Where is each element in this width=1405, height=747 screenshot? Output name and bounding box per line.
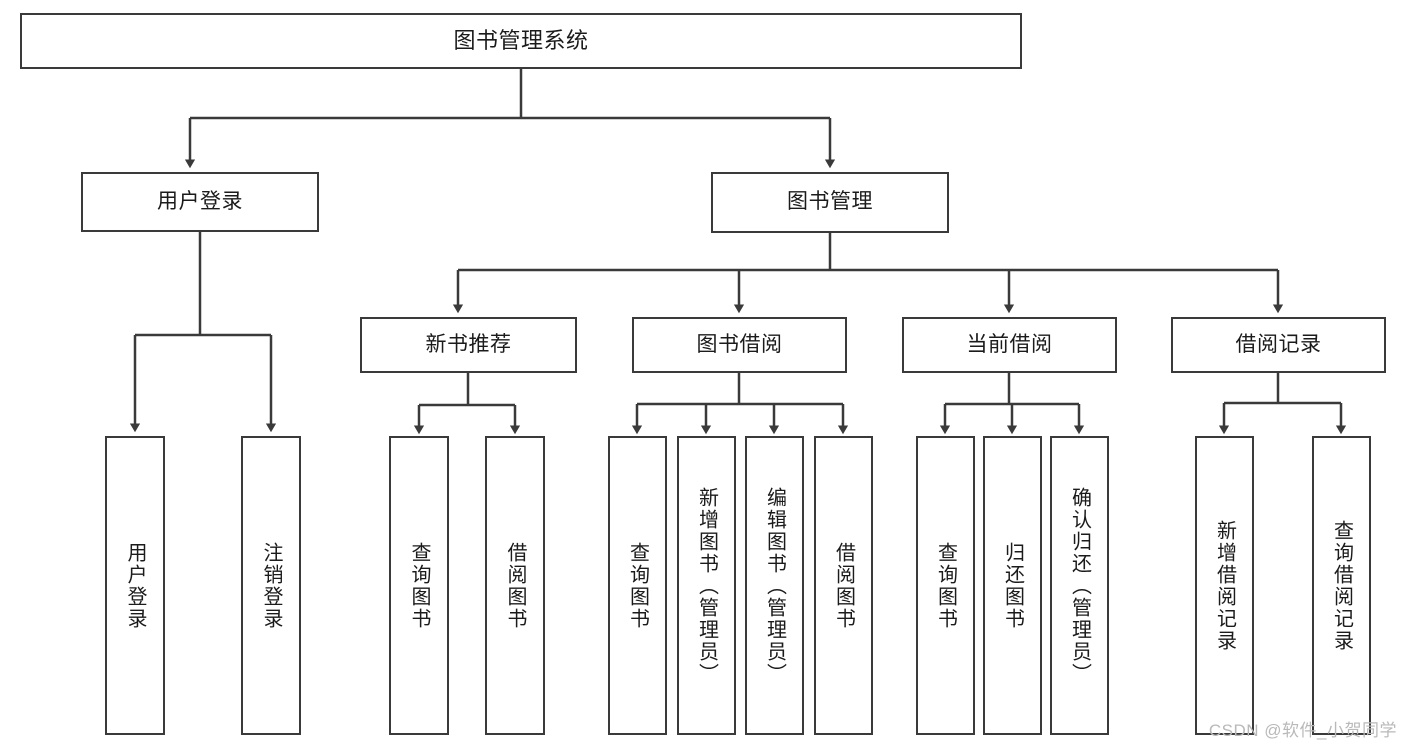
node-new-book-recommend[interactable]: 新书推荐 bbox=[360, 317, 577, 373]
node-label: 借阅图书 bbox=[832, 541, 855, 630]
node-label: 查询图书 bbox=[408, 541, 430, 630]
node-label: 新书推荐 bbox=[425, 332, 512, 356]
node-label: 借阅记录 bbox=[1235, 332, 1322, 356]
node-label: 编辑图书（管理员） bbox=[763, 486, 786, 685]
node-label: 确认归还（管理员） bbox=[1068, 486, 1091, 685]
leaf-borrow-book-recommend[interactable]: 借阅图书 bbox=[485, 436, 545, 735]
leaf-query-borrow-record[interactable]: 查询借阅记录 bbox=[1312, 436, 1371, 735]
node-label: 查询借阅记录 bbox=[1330, 519, 1353, 652]
node-label: 图书管理系统 bbox=[453, 28, 589, 54]
node-current-borrow[interactable]: 当前借阅 bbox=[902, 317, 1117, 373]
node-label: 归还图书 bbox=[1001, 541, 1024, 630]
leaf-confirm-return-admin[interactable]: 确认归还（管理员） bbox=[1050, 436, 1109, 735]
leaf-query-book-borrow[interactable]: 查询图书 bbox=[608, 436, 667, 735]
node-label: 新增图书（管理员） bbox=[695, 486, 718, 685]
leaf-user-login[interactable]: 用户登录 bbox=[105, 436, 165, 735]
node-label: 图书管理 bbox=[787, 190, 873, 214]
node-user-login[interactable]: 用户登录 bbox=[81, 172, 319, 232]
leaf-query-book-recommend[interactable]: 查询图书 bbox=[389, 436, 449, 735]
node-label: 借阅图书 bbox=[504, 541, 526, 630]
node-label: 用户登录 bbox=[124, 541, 146, 630]
node-label: 注销登录 bbox=[260, 541, 282, 630]
leaf-edit-book-admin[interactable]: 编辑图书（管理员） bbox=[745, 436, 804, 735]
node-book-borrow[interactable]: 图书借阅 bbox=[632, 317, 847, 373]
node-label: 当前借阅 bbox=[966, 332, 1053, 356]
node-label: 新增借阅记录 bbox=[1213, 519, 1236, 652]
leaf-query-book-current[interactable]: 查询图书 bbox=[916, 436, 975, 735]
node-label: 图书借阅 bbox=[696, 332, 783, 356]
leaf-borrow-book-borrow[interactable]: 借阅图书 bbox=[814, 436, 873, 735]
node-borrow-record[interactable]: 借阅记录 bbox=[1171, 317, 1386, 373]
leaf-add-borrow-record[interactable]: 新增借阅记录 bbox=[1195, 436, 1254, 735]
node-root-book-management-system[interactable]: 图书管理系统 bbox=[20, 13, 1022, 69]
leaf-add-book-admin[interactable]: 新增图书（管理员） bbox=[677, 436, 736, 735]
leaf-return-book[interactable]: 归还图书 bbox=[983, 436, 1042, 735]
node-label: 用户登录 bbox=[157, 189, 243, 213]
node-label: 查询图书 bbox=[626, 541, 649, 630]
node-book-management[interactable]: 图书管理 bbox=[711, 172, 949, 233]
leaf-logout-login[interactable]: 注销登录 bbox=[241, 436, 301, 735]
node-label: 查询图书 bbox=[934, 541, 957, 630]
